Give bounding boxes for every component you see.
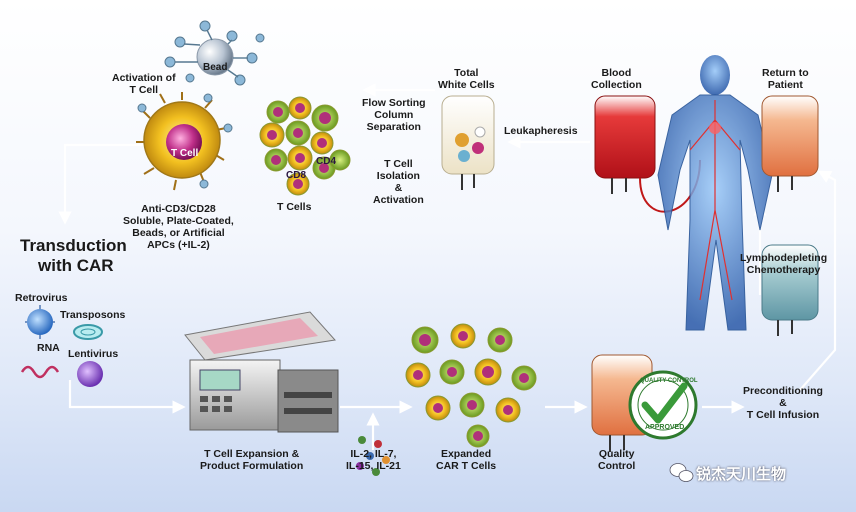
transduction-line-1: Transduction — [20, 236, 127, 255]
return-line-2: Patient — [767, 79, 803, 91]
return-line-1: Return to — [762, 67, 809, 79]
label-activation: Activation of T Cell — [112, 72, 176, 96]
lympho-line-1: Lymphodepleting — [740, 252, 828, 264]
expansion-line-2: Product Formulation — [200, 460, 304, 472]
precond-line-2: & — [779, 397, 787, 409]
isolation-line-4: Activation — [373, 194, 424, 206]
flow-line-3: Separation — [366, 121, 421, 133]
quality-line-2: Control — [598, 460, 636, 472]
flow-line-1: Flow Sorting — [362, 97, 426, 109]
label-expansion: T Cell Expansion & Product Formulation — [200, 448, 303, 472]
expansion-machine — [184, 311, 339, 433]
blood-line-1: Blood — [601, 67, 632, 79]
expanded-line-2: CAR T Cells — [436, 460, 497, 472]
activated-t-cell — [136, 92, 233, 191]
label-isolation: T Cell Isolation & Activation — [373, 158, 424, 206]
activation-line-1: Activation of — [112, 72, 176, 84]
isolation-line-1: T Cell — [384, 158, 413, 170]
flow-line-2: Column — [374, 109, 414, 121]
isolation-line-2: Isolation — [376, 170, 420, 182]
label-transduction: Transduction with CAR — [20, 236, 127, 276]
label-expanded-car-t: Expanded CAR T Cells — [436, 448, 496, 472]
blood-line-2: Collection — [591, 79, 642, 91]
label-flow-sorting: Flow Sorting Column Separation — [362, 97, 426, 133]
activation-line-2: T Cell — [129, 84, 159, 96]
expanded-car-t-cluster — [405, 323, 537, 448]
lympho-line-2: Chemotherapy — [746, 264, 821, 276]
label-retrovirus: Retrovirus — [15, 292, 68, 304]
label-t-cell-center: T Cell — [171, 148, 199, 159]
vectors — [20, 305, 103, 387]
white-cells-bag — [441, 95, 495, 190]
total-line-2: White Cells — [438, 79, 495, 91]
transduction-line-2: with CAR — [38, 256, 114, 275]
cd4-cd8-cell-cluster — [259, 96, 351, 196]
chemo-bag — [761, 244, 819, 336]
isolation-line-3: & — [394, 182, 403, 194]
label-return-to-patient: Return to Patient — [762, 67, 809, 91]
label-leukapheresis: Leukapheresis — [504, 125, 578, 137]
seal-top-text: QUALITY CONTROL — [640, 378, 698, 384]
precond-line-1: Preconditioning — [743, 385, 823, 397]
label-bead: Bead — [203, 62, 228, 73]
seal-bottom-text: APPROVED — [645, 424, 685, 431]
reagent-line-4: APCs (+IL-2) — [147, 239, 210, 251]
label-activation-reagents: Anti-CD3/CD28 Soluble, Plate-Coated, Bea… — [123, 203, 234, 251]
precond-line-3: T Cell Infusion — [746, 409, 820, 421]
label-lentivirus: Lentivirus — [68, 348, 119, 360]
reagent-line-3: Beads, or Artificial — [132, 227, 225, 239]
bead-cluster — [164, 20, 265, 86]
total-line-1: Total — [454, 67, 479, 79]
label-total-white-cells: Total White Cells — [438, 67, 495, 91]
reagent-line-1: Anti-CD3/CD28 — [141, 203, 216, 215]
expanded-line-1: Expanded — [440, 448, 492, 460]
watermark-text: 锐杰天川生物 — [696, 466, 787, 483]
reagent-line-2: Soluble, Plate-Coated, — [123, 215, 234, 227]
expansion-line-1: T Cell Expansion & — [204, 448, 300, 460]
quality-line-1: Quality — [598, 448, 635, 460]
human-body — [657, 55, 773, 331]
cytokines — [356, 436, 390, 476]
label-cytokines: IL-2, IL-7, IL-15, IL-21 — [346, 448, 401, 472]
label-rna: RNA — [37, 342, 60, 354]
return-bag — [761, 95, 819, 192]
label-quality-control: Quality Control — [598, 448, 635, 472]
wechat-icon — [669, 463, 694, 482]
label-blood-collection: Blood Collection — [591, 67, 642, 91]
label-t-cells: T Cells — [277, 201, 312, 213]
label-preconditioning: Preconditioning & T Cell Infusion — [743, 385, 823, 421]
label-cd4: CD4 — [316, 156, 337, 167]
cytokine-line-2: IL-15, IL-21 — [346, 460, 401, 472]
cytokine-line-1: IL-2, IL-7, — [350, 448, 397, 460]
label-transposons: Transposons — [60, 309, 126, 321]
approved-seal — [628, 370, 698, 440]
label-lymphodepleting: Lymphodepleting Chemotherapy — [740, 252, 827, 276]
label-cd8: CD8 — [286, 170, 307, 181]
